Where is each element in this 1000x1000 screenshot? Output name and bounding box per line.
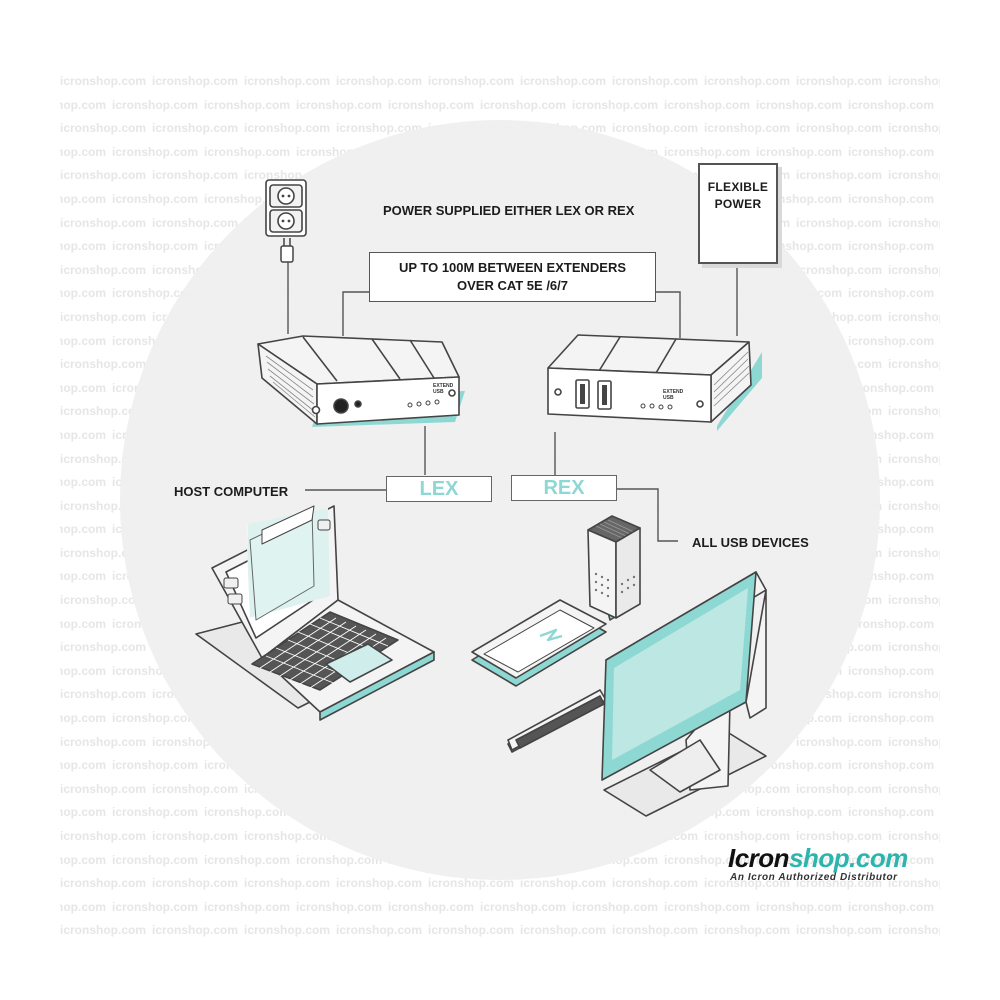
brand-tagline: An Icron Authorized Distributor xyxy=(730,872,898,883)
flexible-power-box: FLEXIBLE POWER xyxy=(698,163,778,264)
laptop-icon xyxy=(195,505,435,721)
lex-logo-text: EXTEND xyxy=(433,383,454,389)
watermark-row: icronshop.comicronshop.comicronshop.comi… xyxy=(60,97,935,112)
flexible-power-line-1: FLEXIBLE xyxy=(707,180,769,194)
host-computer-label: HOST COMPUTER xyxy=(174,484,289,499)
connection-lines xyxy=(287,261,738,542)
rex-tag: REX xyxy=(511,475,617,501)
all-usb-devices-label: ALL USB DEVICES xyxy=(692,535,809,550)
distance-callout: UP TO 100M BETWEEN EXTENDERS OVER CAT 5E… xyxy=(369,252,656,302)
brand-logo: Icronshop.com An Icron Authorized Distri… xyxy=(728,843,928,883)
flexible-power-line-2: POWER xyxy=(714,197,762,211)
brand-name-part2: shop.com xyxy=(789,843,908,873)
distance-line-2: OVER CAT 5E /6/7 xyxy=(456,278,568,293)
rex-logo-text-2: USB xyxy=(663,395,674,401)
watermark-row: icronshop.comicronshop.comicronshop.comi… xyxy=(60,899,935,914)
lex-device: EXTEND USB xyxy=(257,335,465,427)
keyboard-icon xyxy=(507,689,607,753)
power-outlet-icon xyxy=(265,179,307,237)
rex-logo-text: EXTEND xyxy=(663,389,684,395)
rex-device: EXTEND USB xyxy=(547,334,762,431)
lex-tag: LEX xyxy=(386,476,492,502)
smartphone-icon xyxy=(471,599,607,687)
monitor-icon xyxy=(601,571,767,817)
speaker-icon xyxy=(587,515,641,621)
power-supplied-label: POWER SUPPLIED EITHER LEX OR REX xyxy=(383,203,635,218)
brand-name-part1: Icron xyxy=(728,843,790,873)
lex-logo-text-2: USB xyxy=(433,389,444,395)
distance-line-1: UP TO 100M BETWEEN EXTENDERS xyxy=(398,260,627,275)
plug-icon xyxy=(280,238,294,263)
